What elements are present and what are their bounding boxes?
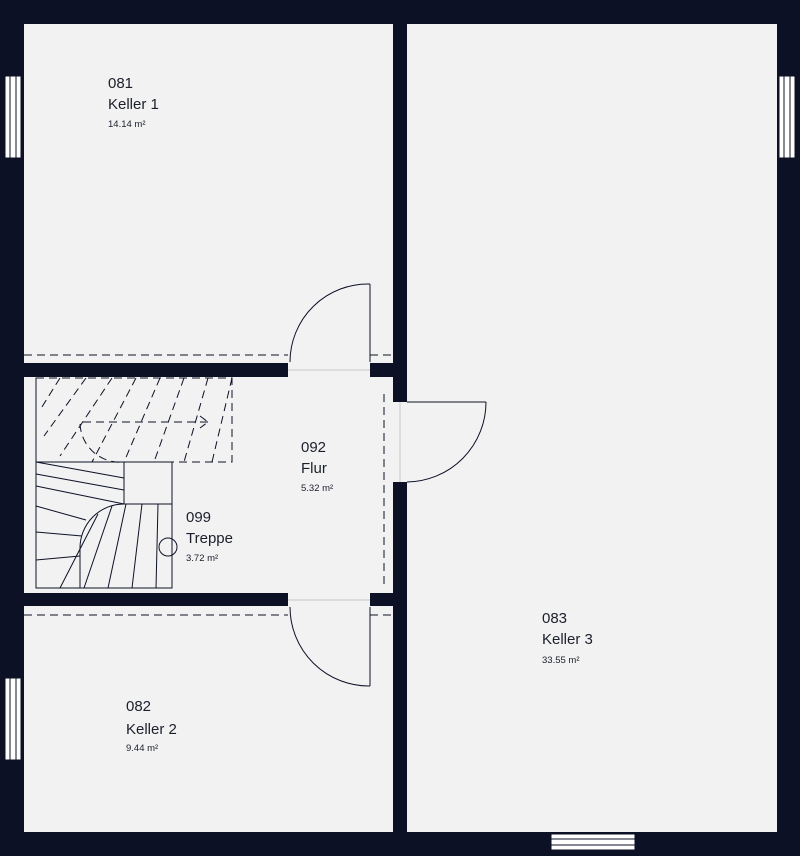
room-area: 9.44 m² xyxy=(126,743,158,754)
room-name: Keller 1 xyxy=(108,96,159,113)
window-left-top xyxy=(4,75,22,159)
room-number: 099 xyxy=(186,509,211,526)
room-number: 082 xyxy=(126,698,151,715)
floor-keller-1 xyxy=(24,24,393,363)
room-label-keller-1: 081 Keller 1 14.14 m² xyxy=(108,75,159,130)
staircase xyxy=(35,377,233,589)
window-bottom xyxy=(550,833,636,851)
room-number: 081 xyxy=(108,75,133,92)
room-area: 33.55 m² xyxy=(542,655,580,666)
door-swing-keller-3 xyxy=(406,401,487,483)
window-right-top xyxy=(778,75,796,159)
room-label-keller-2: 082 Keller 2 9.44 m² xyxy=(126,698,177,754)
floor-flur-treppe xyxy=(24,377,393,593)
room-number: 092 xyxy=(301,439,326,456)
room-area: 3.72 m² xyxy=(186,553,218,564)
window-left-bottom xyxy=(4,677,22,761)
floor-keller-2 xyxy=(24,606,393,832)
room-name: Keller 3 xyxy=(542,631,593,648)
room-area: 5.32 m² xyxy=(301,483,333,494)
room-area: 14.14 m² xyxy=(108,119,146,130)
staircase-lower-flight xyxy=(35,461,178,589)
room-label-flur: 092 Flur 5.32 m² xyxy=(301,439,333,494)
room-number: 083 xyxy=(542,610,567,627)
room-label-treppe: 099 Treppe 3.72 m² xyxy=(186,509,233,564)
room-name: Treppe xyxy=(186,530,233,547)
overhead-dashed-lines xyxy=(24,354,393,616)
room-name: Flur xyxy=(301,460,327,477)
room-label-keller-3: 083 Keller 3 33.55 m² xyxy=(542,610,593,666)
room-name: Keller 2 xyxy=(126,721,177,738)
floor-keller-3 xyxy=(407,24,777,832)
door-swing-keller-1 xyxy=(289,283,371,363)
door-swing-keller-2 xyxy=(289,606,371,687)
